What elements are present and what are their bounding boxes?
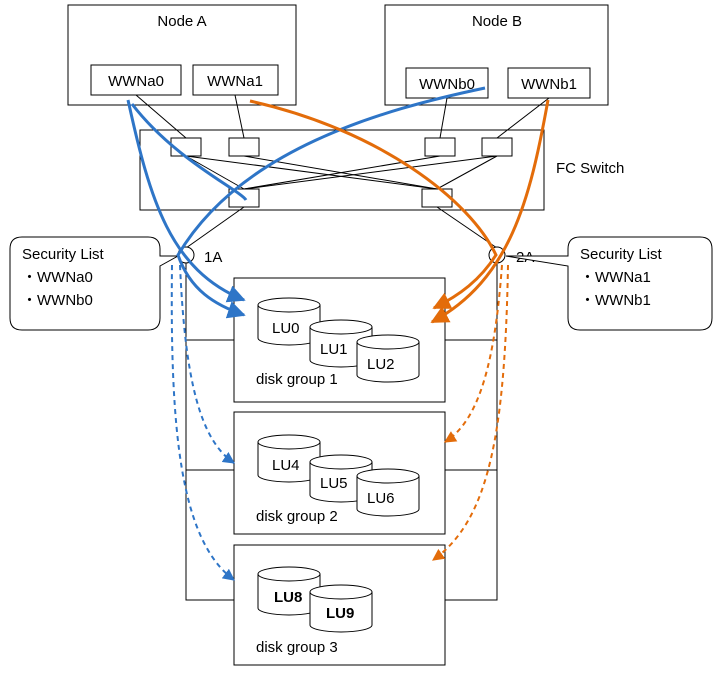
port-wwnb1 <box>507 67 591 99</box>
security-list-left: Security List ・WWNa0 ・WWNb0 <box>9 236 180 331</box>
blue-dashed-paths <box>170 264 235 581</box>
disk-group-3: LU8 LU9 disk group 3 <box>233 544 446 666</box>
switch-port-4 <box>481 137 513 157</box>
lu8-cylinder: LU8 <box>257 566 321 616</box>
node-b: Node B WWNb0 WWNb1 <box>384 4 609 106</box>
path-wwnb0-dg1 <box>176 86 486 319</box>
port-wwna0-label: WWNa0 <box>108 73 164 90</box>
path-2a-dg2 <box>443 264 503 443</box>
security-list-right: Security List ・WWNa1 ・WWNb1 <box>505 236 713 331</box>
lu6-label: LU6 <box>367 490 395 507</box>
lu9-label: LU9 <box>326 605 354 622</box>
disk-group-2-label: disk group 2 <box>256 508 338 525</box>
security-list-left-item-1: ・WWNa0 <box>22 269 93 286</box>
port-wwna0 <box>90 64 182 96</box>
switch-port-2 <box>228 137 260 157</box>
orange-access-paths <box>249 99 550 324</box>
lu2-label: LU2 <box>367 356 395 373</box>
node-a-title: Node A <box>157 13 206 30</box>
path-1a-dg3 <box>170 264 235 581</box>
lu2-cylinder: LU2 <box>356 334 420 383</box>
lu5-label: LU5 <box>320 475 348 492</box>
lu0-label: LU0 <box>272 320 300 337</box>
security-list-left-item-2: ・WWNb0 <box>22 292 93 309</box>
switch-port-6 <box>421 188 453 208</box>
lu4-cylinder: LU4 <box>257 434 321 483</box>
storage-bus <box>185 263 498 601</box>
lu1-label: LU1 <box>320 341 348 358</box>
node-b-title: Node B <box>472 13 522 30</box>
path-wwna1-dg1 <box>249 99 498 310</box>
security-list-left-title: Security List <box>22 246 105 263</box>
fc-switch <box>135 94 550 249</box>
security-list-right-title: Security List <box>580 246 663 263</box>
disk-group-3-label: disk group 3 <box>256 639 338 656</box>
switch-port-3 <box>424 137 456 157</box>
port-wwnb1-label: WWNb1 <box>521 76 577 93</box>
orange-dashed-paths <box>432 264 509 561</box>
lu8-label: LU8 <box>274 589 302 606</box>
storage-port-1a-label: 1A <box>204 249 222 266</box>
fc-switch-label: FC Switch <box>556 160 624 177</box>
port-wwna1-label: WWNa1 <box>207 73 263 90</box>
lu4-label: LU4 <box>272 457 300 474</box>
port-wwnb0-label: WWNb0 <box>419 76 475 93</box>
path-wwna0-dg1 <box>126 99 246 303</box>
lu9-cylinder: LU9 <box>309 584 373 633</box>
lu0-cylinder: LU0 <box>257 297 321 346</box>
security-list-right-item-2: ・WWNb1 <box>580 292 651 309</box>
disk-group-1: LU0 LU1 LU2 disk group 1 <box>233 277 446 403</box>
path-wwnb1-dg1 <box>430 99 550 324</box>
path-1a-dg2 <box>179 264 235 464</box>
security-list-right-item-1: ・WWNa1 <box>580 269 651 286</box>
lu6-cylinder: LU6 <box>356 468 420 517</box>
disk-group-2: LU4 LU5 LU6 disk group 2 <box>233 411 446 535</box>
path-wwna0-switch <box>130 103 248 201</box>
lu1-cylinder: LU1 <box>309 319 373 368</box>
blue-access-paths <box>126 86 486 319</box>
node-a: Node A WWNa0 WWNa1 <box>67 4 297 106</box>
disk-group-1-label: disk group 1 <box>256 371 338 388</box>
